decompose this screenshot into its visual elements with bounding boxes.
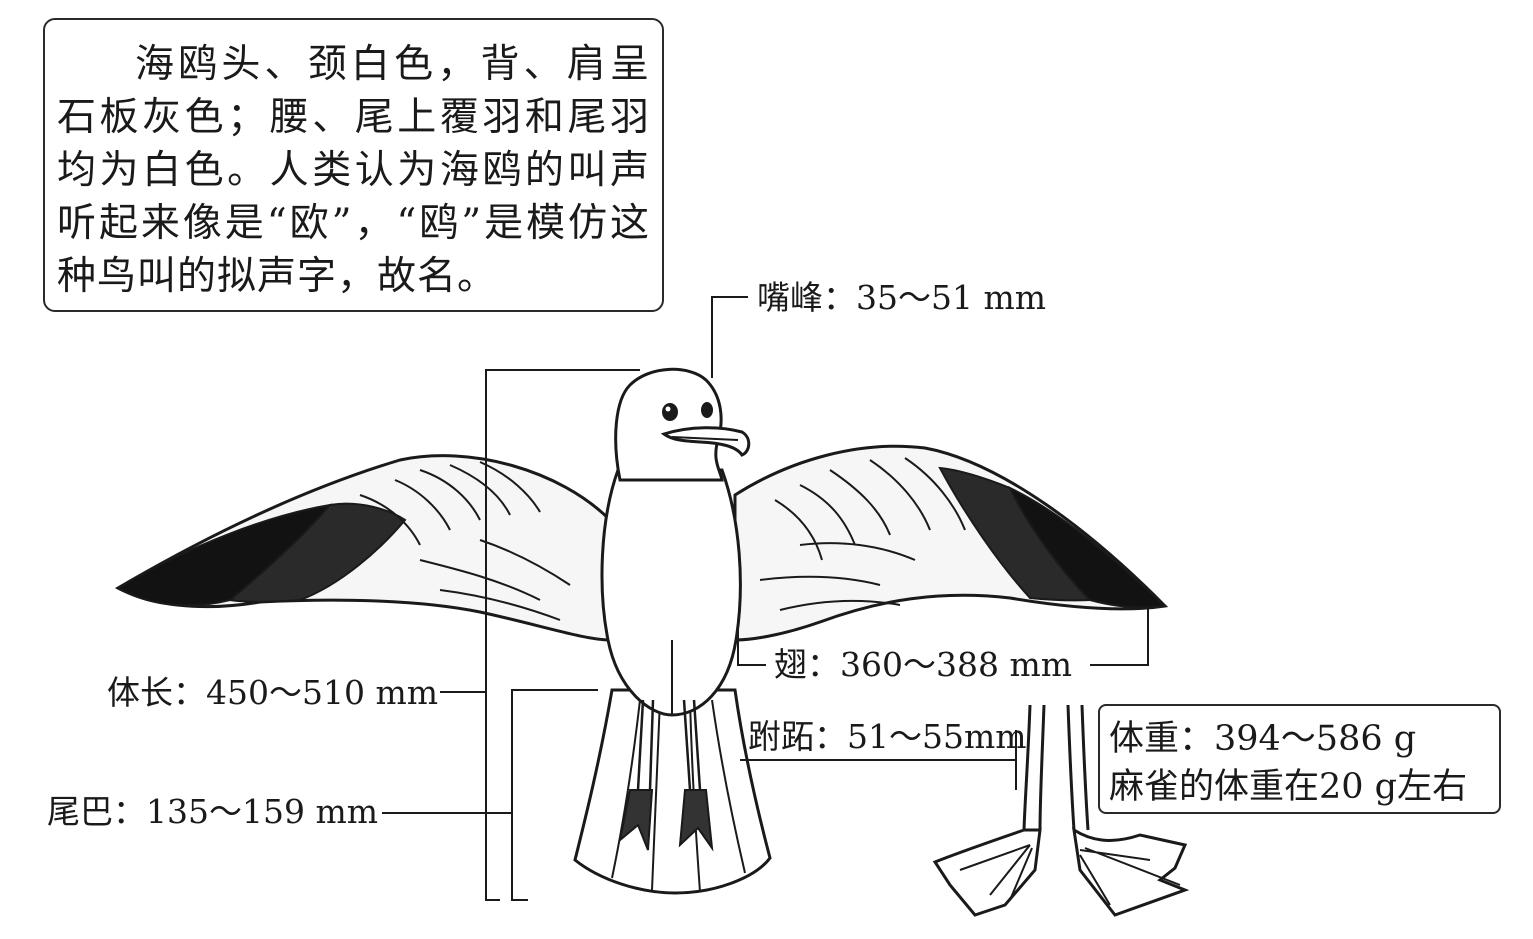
weight-range: 体重：394～586 g	[1109, 719, 1417, 759]
head	[614, 367, 751, 482]
beak-label: 嘴峰：35～51 mm	[757, 278, 1047, 317]
intro-text: 海鸥头、颈白色，背、肩呈石板灰色；腰、尾上覆羽和尾羽均为白色。人类认为海鸥的叫声…	[57, 42, 650, 299]
body-length-label: 体长：450～510 mm	[107, 673, 439, 712]
beak-leader	[711, 296, 748, 378]
weight-comparison: 麻雀的体重在20 g左右	[1109, 767, 1468, 807]
tail	[573, 688, 772, 895]
body-length-leader	[440, 369, 640, 901]
foot-detail	[932, 704, 1190, 917]
right-wing	[733, 444, 1169, 642]
intro-box: 海鸥头、颈白色，背、肩呈石板灰色；腰、尾上覆羽和尾羽均为白色。人类认为海鸥的叫声…	[43, 18, 664, 312]
leader-lines	[382, 296, 1149, 901]
bird-legs	[618, 699, 714, 852]
tarsus-leader	[740, 730, 1017, 790]
tarsus-label: 跗跖：51～55mm	[748, 717, 1027, 756]
weight-box: 体重：394～586 g 麻雀的体重在20 g左右	[1098, 704, 1501, 814]
tail-label: 尾巴：135～159 mm	[47, 792, 379, 831]
left-wing	[114, 454, 612, 642]
tail-leader	[382, 689, 598, 901]
wing-label: 翅：360～388 mm	[774, 645, 1073, 684]
wing-leader	[737, 607, 1149, 666]
body	[600, 468, 742, 717]
